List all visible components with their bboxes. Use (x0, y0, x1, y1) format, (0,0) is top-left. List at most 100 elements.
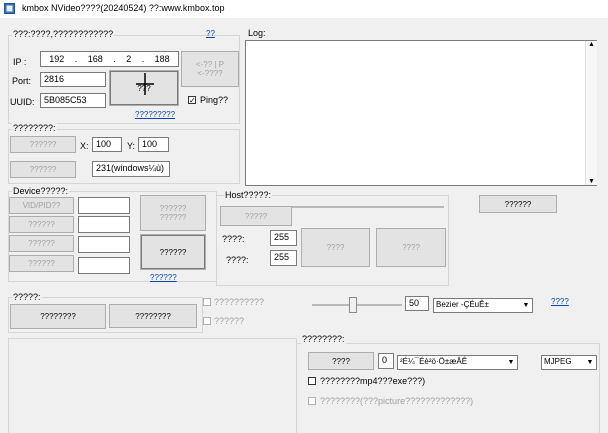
y-input[interactable]: 100 (138, 137, 169, 152)
monitor-button-label: ?????? (29, 165, 57, 174)
connect-button[interactable]: ??? (109, 70, 179, 106)
device-field-2[interactable] (78, 216, 130, 233)
uuid-label: UUID: (10, 97, 35, 107)
x-input[interactable]: 100 (92, 137, 122, 152)
chevron-down-icon[interactable]: ▼ (507, 359, 515, 366)
record-group (296, 343, 600, 433)
video-check-2[interactable] (203, 317, 211, 325)
record-button-label: ???? (332, 356, 350, 366)
video-group-label: ?????: (12, 292, 42, 302)
record-check-2[interactable] (308, 397, 316, 405)
record-button[interactable]: ???? (308, 352, 374, 370)
mouse-group-label: ????????: (12, 123, 57, 133)
codec-combo[interactable]: MJPEG ▼ (541, 355, 597, 370)
video-slider[interactable] (312, 296, 402, 314)
record-check-1-label: ????????mp4???exe???) (320, 376, 426, 386)
record-check-1[interactable] (308, 377, 316, 385)
device-field-1[interactable] (78, 197, 130, 214)
video-check-1-label: ?????????? (214, 297, 265, 307)
device-button-4[interactable]: ?????? (9, 255, 74, 272)
host-row1-input[interactable]: 255 (270, 230, 297, 246)
video-check-1[interactable] (203, 298, 211, 306)
host-row2-label: ????: (226, 255, 249, 265)
side-button-line2: <-???? (197, 69, 223, 78)
host-button-a-label: ???? (326, 243, 345, 252)
video-check-2-label: ?????? (214, 316, 245, 326)
connect-group-label: ???:????,???????????? (12, 29, 115, 39)
device-button-2-label: ?????? (28, 220, 55, 229)
chevron-down-icon[interactable]: ▼ (586, 359, 594, 366)
host-group-label: Host?????: (224, 190, 273, 200)
device-field-4[interactable] (78, 257, 130, 274)
device-right-top-line2: ?????? (159, 213, 187, 222)
side-button-line1: <-?? | P (195, 60, 225, 69)
log-label: Log: (247, 28, 267, 38)
device-button-3[interactable]: ?????? (9, 235, 74, 252)
host-top-button[interactable]: ????? (220, 206, 292, 226)
slider-thumb[interactable] (349, 297, 357, 313)
codec-combo-value: MJPEG (544, 357, 572, 366)
ip-dot: . (113, 54, 116, 64)
port-field[interactable]: 2816 (40, 72, 106, 87)
host-row2-input[interactable]: 255 (270, 250, 297, 266)
cursor-crosshair-icon (136, 73, 154, 95)
device-link[interactable]: ?????? (150, 273, 177, 282)
ip-octet-1: 192 (49, 54, 65, 64)
host-button-b[interactable]: ???? (376, 228, 446, 267)
device-vidpid-label: VID/PID?? (22, 201, 61, 210)
window-title: kmbox NVideo????(20240524) ??:www.kmbox.… (22, 3, 225, 13)
host-button-b-label: ???? (402, 243, 420, 252)
x-label: X: (80, 141, 89, 151)
video-button-1-label: ???????? (40, 312, 76, 321)
device-field-3[interactable] (78, 236, 130, 253)
outside-button[interactable]: ?????? (479, 195, 557, 213)
monitor-field[interactable]: 231(windows¼ù) (92, 161, 170, 177)
scroll-up-icon[interactable]: ▲ (588, 41, 595, 48)
host-group (216, 195, 449, 286)
connect-button-label: ??? (137, 83, 151, 93)
ping-checkbox[interactable]: ✓ (188, 96, 196, 105)
ping-label: Ping?? (200, 95, 229, 105)
slider-track (312, 304, 402, 306)
device-button-3-label: ?????? (28, 239, 55, 248)
video-button-2[interactable]: ???????? (109, 304, 197, 328)
device-group-label: Device?????: (12, 186, 70, 196)
ip-dot: . (141, 54, 145, 64)
video-button-2-label: ???????? (135, 311, 171, 321)
ip-octet-3: 2 (126, 54, 132, 64)
connect-more-link[interactable]: ????????? (135, 110, 176, 119)
video-group (8, 297, 203, 333)
device-right-bottom-button[interactable]: ?????? (140, 234, 206, 270)
scroll-down-icon[interactable]: ▼ (588, 178, 595, 185)
log-scrollbar[interactable]: ▲ ▼ (585, 41, 597, 185)
ip-octet-2: 168 (87, 54, 103, 64)
record-index-field[interactable]: 0 (378, 353, 394, 369)
record-check-2-label: ????????(???picture?????????????) (320, 396, 474, 406)
side-button[interactable]: <-?? | P<-???? (181, 51, 239, 87)
chevron-down-icon[interactable]: ▼ (522, 302, 530, 309)
app-icon (4, 3, 15, 14)
device-vidpid-button[interactable]: VID/PID?? (9, 197, 74, 214)
curve-combo-value: Bezier -ÇÉuÊ± (436, 300, 489, 309)
host-row1-label: ????: (222, 234, 245, 244)
move-button[interactable]: ?????? (10, 136, 76, 153)
ip-field[interactable]: 192. 168. 2. 188 (40, 51, 179, 67)
log-textarea[interactable] (245, 40, 597, 186)
connect-help-link[interactable]: ?? (206, 29, 215, 38)
curve-combo[interactable]: Bezier -ÇÉuÊ± ▼ (433, 298, 533, 313)
format-combo[interactable]: ²É¼¯Éè²ö·Ö±æÂÊ ▼ (397, 355, 518, 370)
video-button-1[interactable]: ???????? (10, 304, 106, 329)
device-button-4-label: ?????? (28, 259, 55, 268)
video-link[interactable]: ???? (551, 297, 569, 306)
mouse-group (8, 129, 240, 184)
slider-value-field[interactable]: 50 (405, 296, 429, 311)
host-divider (292, 206, 444, 208)
host-button-a[interactable]: ???? (301, 228, 370, 267)
ip-dot: . (74, 54, 78, 64)
uuid-field[interactable]: 5B085C53 (40, 93, 106, 108)
monitor-button[interactable]: ?????? (10, 161, 76, 178)
device-button-2[interactable]: ?????? (9, 216, 74, 233)
ip-octet-4: 188 (154, 54, 170, 64)
device-right-top-button[interactable]: ???????????? (140, 195, 206, 231)
format-combo-value: ²É¼¯Éè²ö·Ö±æÂÊ (400, 357, 468, 366)
